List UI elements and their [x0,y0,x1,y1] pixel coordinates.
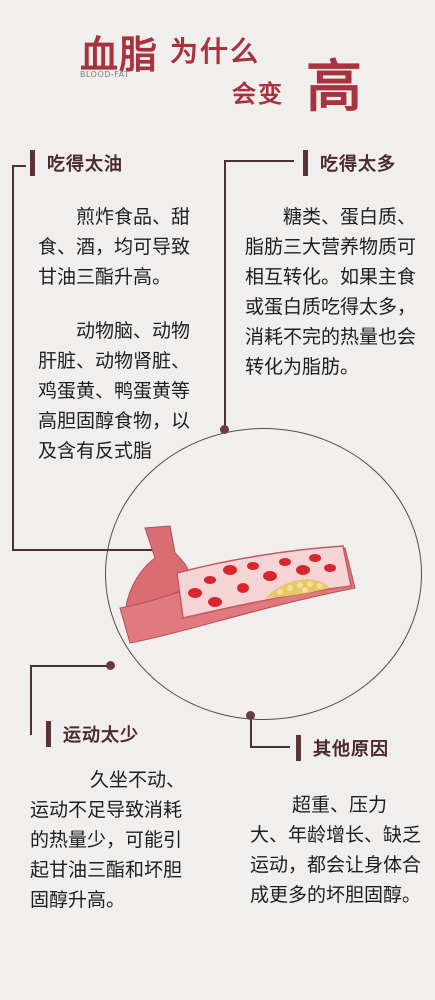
header-bar [296,735,301,761]
connector-dot [220,425,229,434]
header-oil: 吃得太油 [30,150,123,176]
header-other: 其他原因 [296,735,389,761]
connector-tick [12,165,26,167]
blood-vessel-illustration [119,525,356,644]
connector-line-bottom-left [30,665,32,735]
vessel-frame-circle [105,428,422,720]
other-text: 超重、压力大、年龄增长、缺乏运动，都会让身体合成更多的坏胆固醇。 [250,794,422,906]
header-bar [46,721,51,747]
exercise-text: 久坐不动、运动不足导致消耗的热量少，可能引起甘油三酯和坏胆固醇升高。 [30,769,186,911]
header-bar [30,150,35,176]
connector-tick [30,665,110,667]
title-subtitle: BLOOD-FAT [80,70,130,79]
title-part1: 为什么 [170,35,261,68]
much-text: 糖类、蛋白质、脂肪三大营养物质可相互转化。如果主食或蛋白质吃得太多，消耗不完的热… [245,206,417,378]
connector-line-top [224,160,226,430]
title-main: 血脂 [80,33,159,77]
header-oil-label: 吃得太油 [47,154,123,175]
header-exercise-label: 运动太少 [63,725,139,746]
oil-text-2: 动物脑、动物肝脏、动物肾脏、鸡蛋黄、鸭蛋黄等高胆固醇食物，以及含有反式脂 [38,320,191,462]
title-part2: 会变 [232,80,284,108]
title-big: 高 [306,55,362,120]
connector-tick [224,160,294,162]
connector-dot [106,661,115,670]
connector-line-bottom-right [250,715,252,747]
header-much-label: 吃得太多 [320,154,396,175]
connector-line-left-bottom [12,549,157,551]
connector-line-left [12,165,14,550]
header-exercise: 运动太少 [46,721,139,747]
header-much: 吃得太多 [303,150,396,176]
connector-tick [250,746,290,748]
header-other-label: 其他原因 [313,739,389,760]
oil-text-1: 煎炸食品、甜食、酒，均可导致甘油三酯升高。 [38,206,191,288]
header-bar [303,150,308,176]
